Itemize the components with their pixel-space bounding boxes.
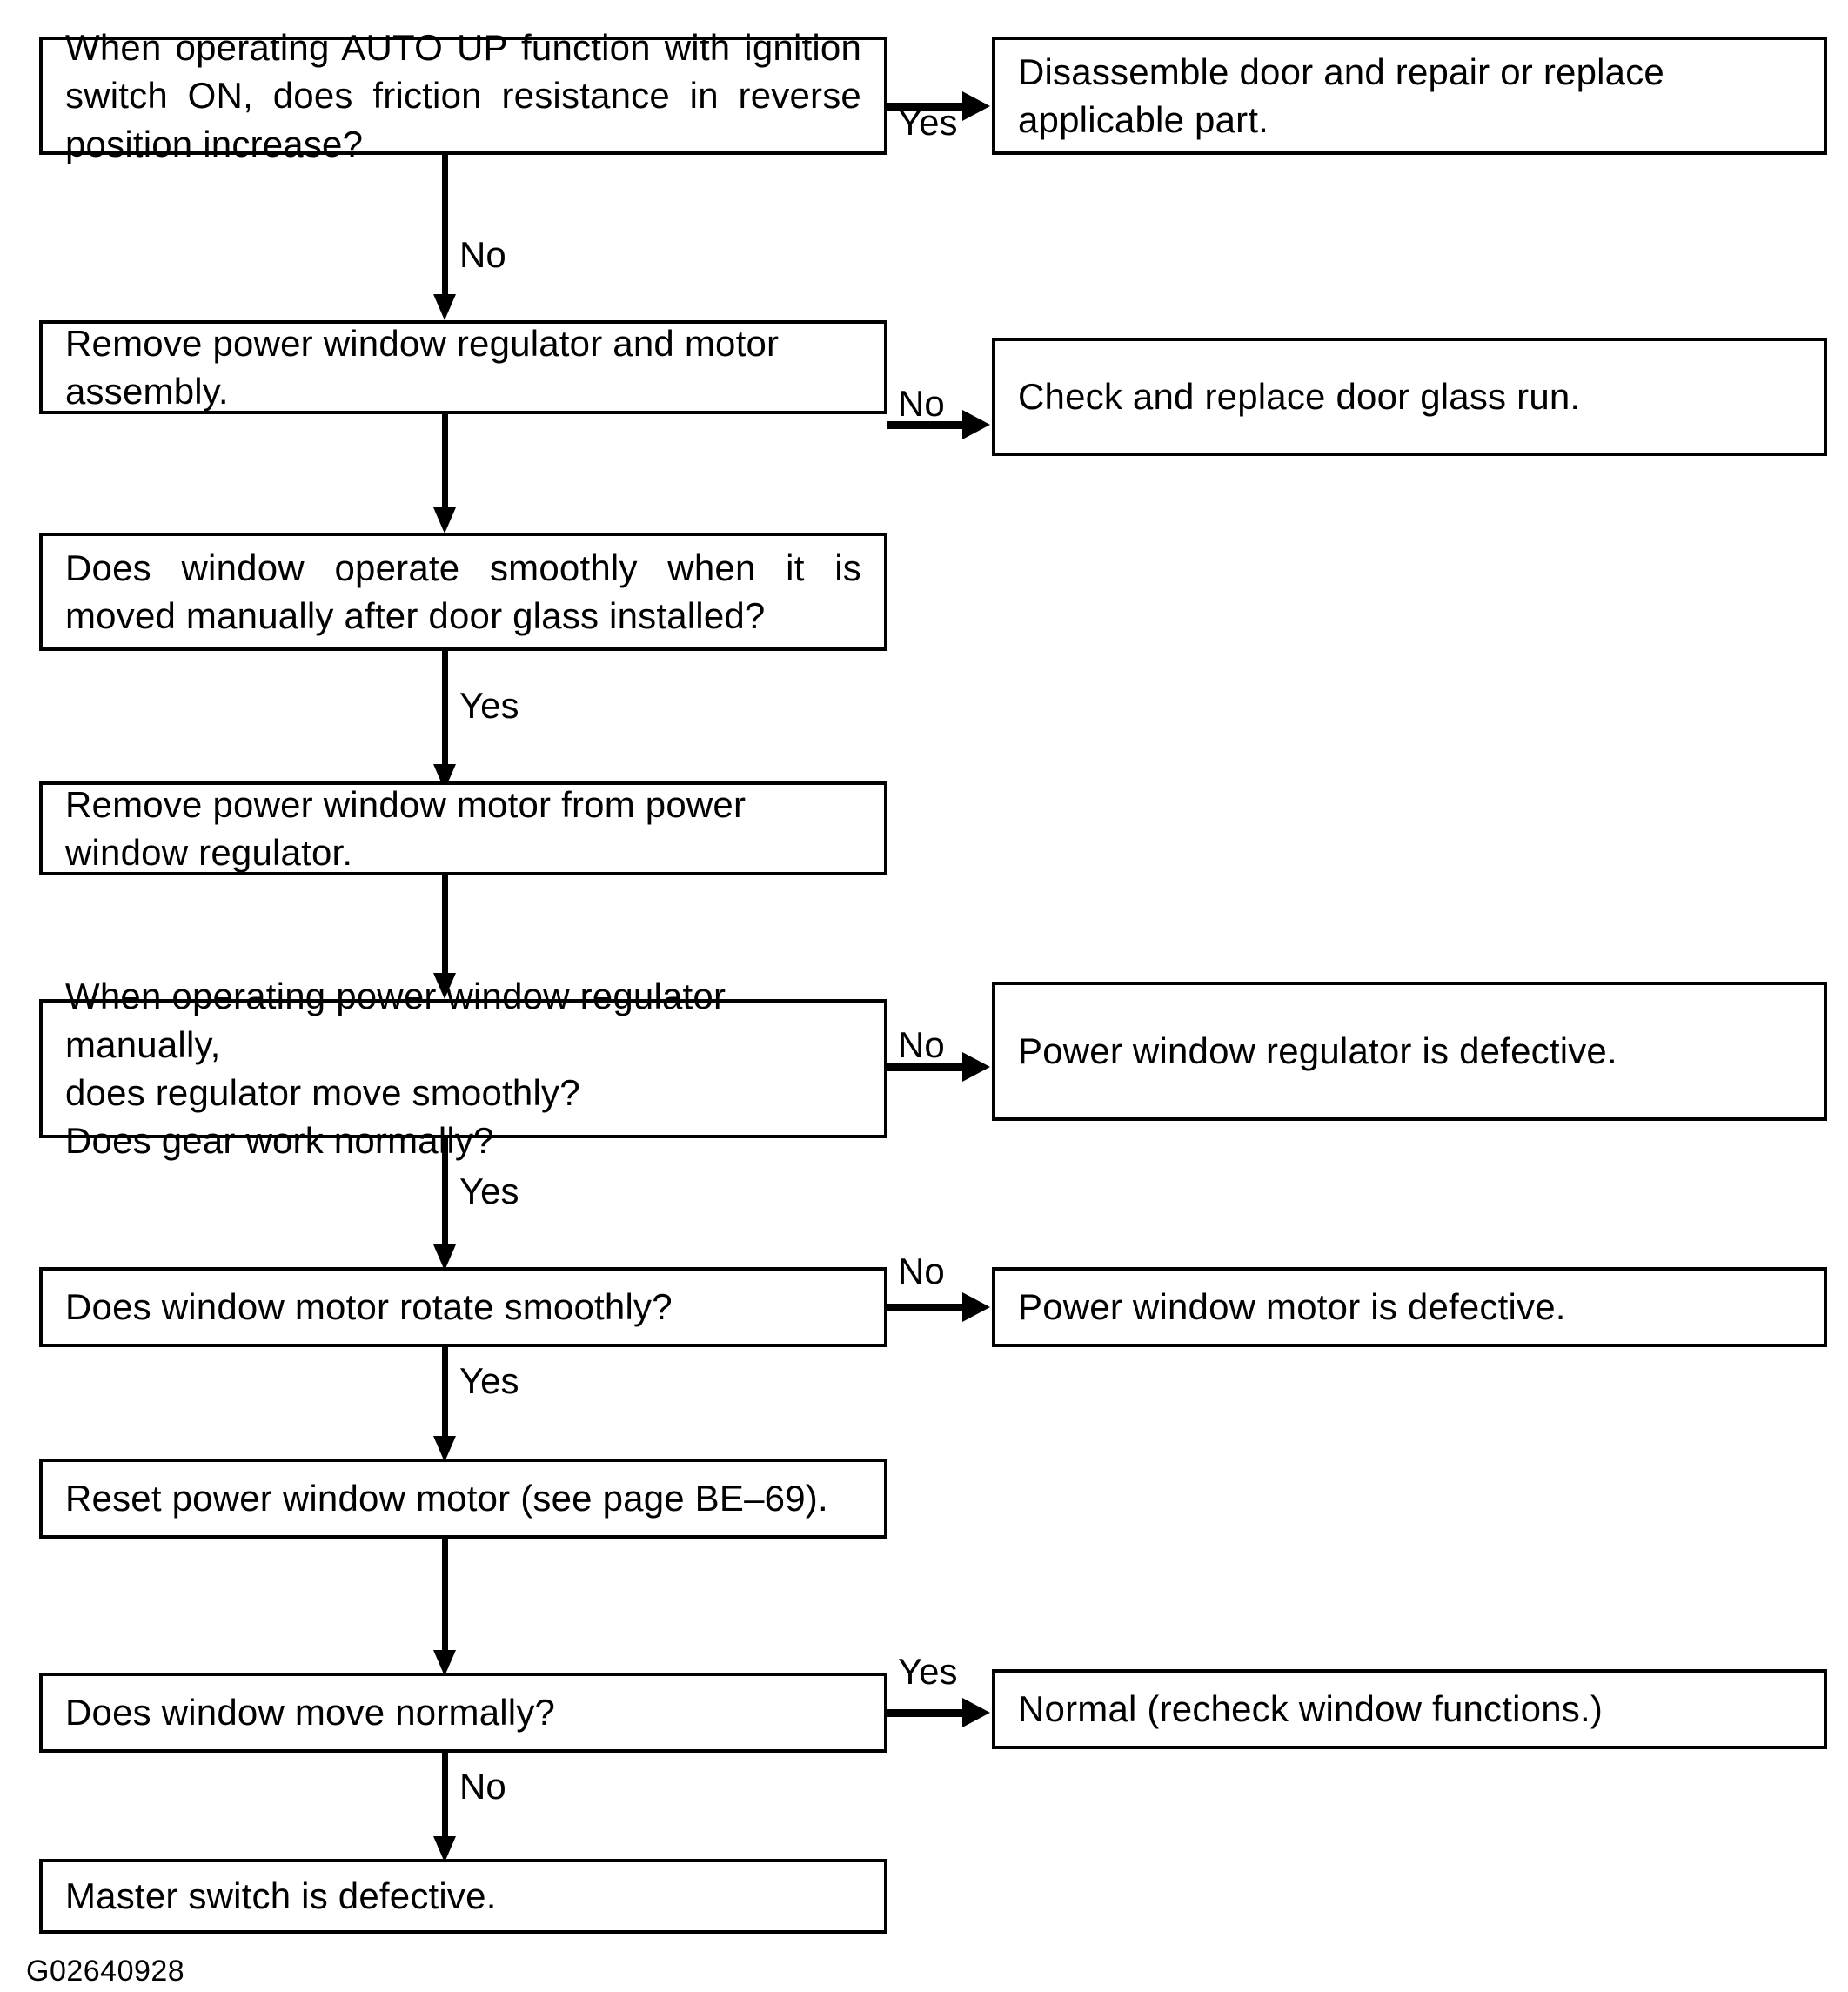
edge-n6-no-line <box>887 1304 964 1311</box>
edge-n3-no-arrowhead <box>962 410 990 439</box>
node-n6-no-result: Power window motor is defective. <box>992 1267 1827 1347</box>
edge-n7-down-line <box>442 1539 448 1653</box>
node-n3-no-text: Check and replace door glass run. <box>1018 376 1581 418</box>
edge-n6-no-arrowhead <box>962 1292 990 1322</box>
node-n4-text: Remove power window motor from power win… <box>65 783 747 873</box>
edge-n8-no-arrowhead <box>433 1836 456 1862</box>
node-n1-yes-result: Disassemble door and repair or replace a… <box>992 37 1827 155</box>
node-n5-text: When operating power window regulator ma… <box>65 976 726 1162</box>
node-n8-yes-text: Normal (recheck window functions.) <box>1018 1688 1604 1730</box>
node-n6-decision: Does window motor rotate smoothly? <box>39 1267 887 1347</box>
edge-n4-down-arrowhead <box>433 973 456 999</box>
edge-label-n5-yes: Yes <box>459 1170 519 1211</box>
edge-label-n3-yes: Yes <box>459 685 519 726</box>
node-n8-decision: Does window move normally? <box>39 1673 887 1753</box>
edge-n1-yes-arrowhead <box>962 91 990 121</box>
node-n4-action: Remove power window motor from power win… <box>39 781 887 875</box>
edge-label-n8-yes: Yes <box>898 1651 958 1692</box>
figure-id-label: G02640928 <box>26 1955 185 1988</box>
edge-n8-yes-line <box>887 1709 964 1717</box>
node-n3-text: Does window operate smoothly when it is … <box>65 547 861 636</box>
edge-n3-no-line <box>887 421 964 429</box>
edge-label-n6-no: No <box>898 1251 945 1291</box>
node-n2-action: Remove power window regulator and motor … <box>39 320 887 414</box>
node-n1-decision: When operating AUTO UP function with ign… <box>39 27 887 164</box>
node-n5-no-result: Power window regulator is defective. <box>992 982 1827 1121</box>
edge-label-n6-yes: Yes <box>459 1360 519 1401</box>
edge-label-n5-no: No <box>898 1024 945 1065</box>
node-n6-text: Does window motor rotate smoothly? <box>65 1286 673 1328</box>
edge-n5-no-arrowhead <box>962 1052 990 1082</box>
edge-n7-down-arrowhead <box>433 1650 456 1676</box>
edge-n6-yes-arrowhead <box>433 1436 456 1462</box>
edge-n8-yes-arrowhead <box>962 1698 990 1727</box>
node-n9-result: Master switch is defective. <box>39 1859 887 1934</box>
edge-label-n8-no: No <box>459 1766 506 1807</box>
node-n5-no-text: Power window regulator is defective. <box>1018 1030 1617 1072</box>
edge-n1-no-line <box>442 155 448 296</box>
node-n7-text: Reset power window motor (see page BE–69… <box>65 1478 828 1519</box>
node-n7-action: Reset power window motor (see page BE–69… <box>39 1459 887 1539</box>
edge-n1-yes-line <box>887 103 964 111</box>
edge-n3-yes-line <box>442 651 448 766</box>
node-n8-yes-result: Normal (recheck window functions.) <box>992 1669 1827 1749</box>
edge-label-n3-no: No <box>898 383 945 424</box>
node-n2-text: Remove power window regulator and motor … <box>65 322 780 412</box>
edge-n6-yes-line <box>442 1347 448 1439</box>
node-n6-no-text: Power window motor is defective. <box>1018 1286 1566 1328</box>
edge-n8-no-line <box>442 1753 448 1840</box>
edge-n5-no-line <box>887 1063 964 1071</box>
edge-label-n1-yes: Yes <box>898 102 958 143</box>
edge-n1-no-arrowhead <box>433 294 456 320</box>
node-n1-text: When operating AUTO UP function with ign… <box>65 26 861 164</box>
edge-n2-down-arrowhead <box>433 507 456 533</box>
node-n1-yes-text: Disassemble door and repair or replace a… <box>1018 50 1664 140</box>
edge-n5-yes-line <box>442 1138 448 1246</box>
node-n9-text: Master switch is defective. <box>65 1875 497 1917</box>
edge-label-n1-no: No <box>459 234 506 275</box>
edge-n5-yes-arrowhead <box>433 1244 456 1271</box>
node-n5-decision: When operating power window regulator ma… <box>39 976 887 1161</box>
edge-n4-down-line <box>442 875 448 976</box>
node-n3-decision: Does window operate smoothly when it is … <box>39 533 887 651</box>
node-n3-no-result: Check and replace door glass run. <box>992 338 1827 456</box>
edge-n2-down-line <box>442 414 448 510</box>
node-n8-text: Does window move normally? <box>65 1692 556 1734</box>
